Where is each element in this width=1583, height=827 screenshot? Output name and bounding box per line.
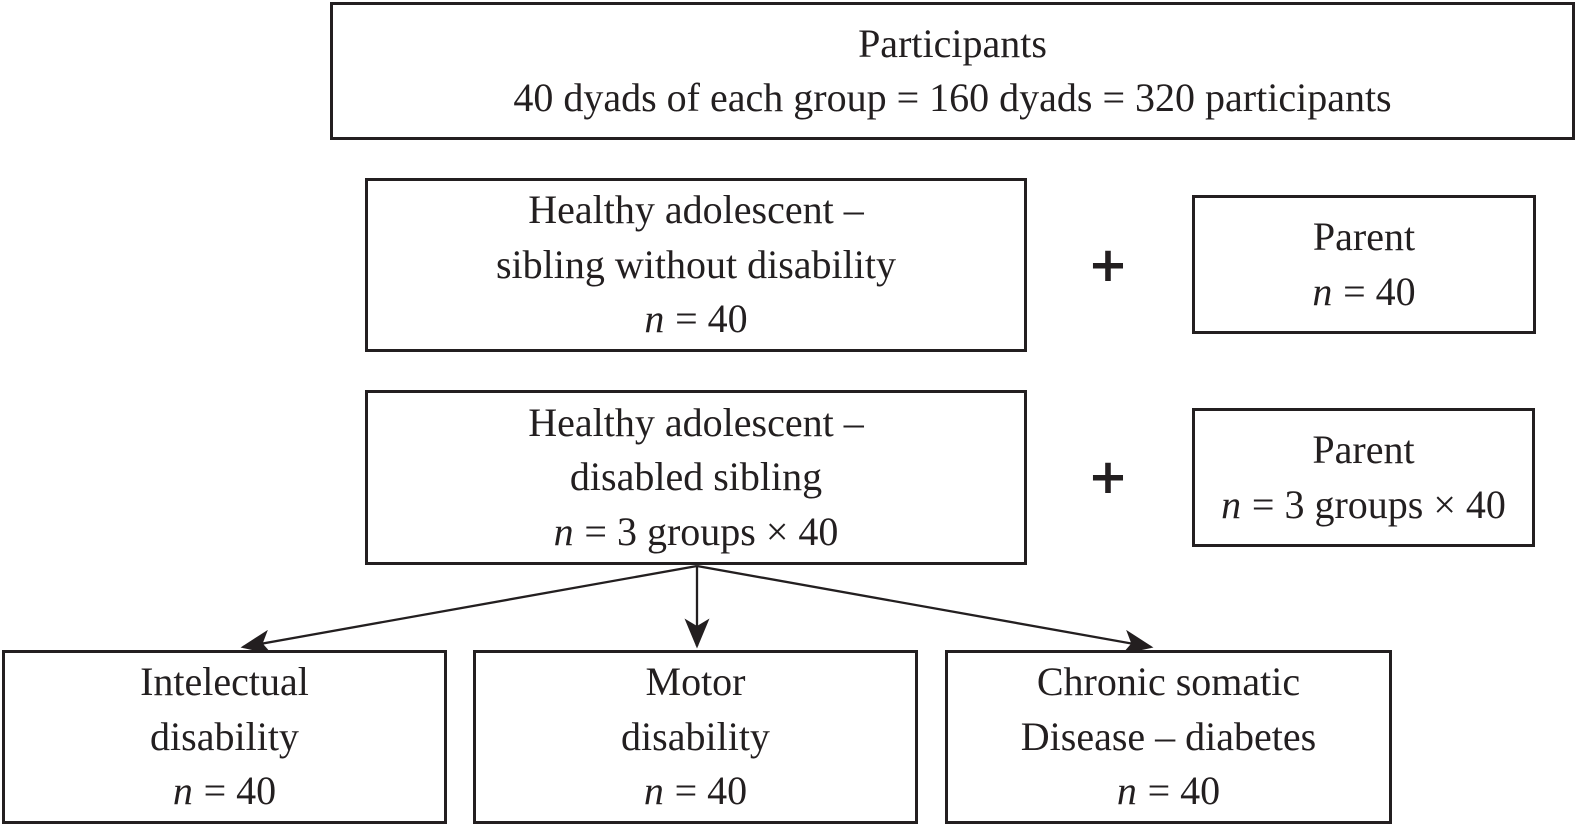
n-variable: n [172, 768, 193, 814]
sample-size: n= 3 groups × 40 [554, 505, 839, 559]
chronic-somatic-disease-box: Chronic somatic Disease – diabetes n= 40 [945, 650, 1392, 824]
n-value: = 40 [675, 296, 748, 342]
group-label-line2: Disease – diabetes [1020, 713, 1317, 759]
group-label-line2: sibling without disability [495, 241, 897, 287]
n-variable: n [553, 508, 574, 554]
sample-size: n= 40 [1312, 265, 1415, 319]
n-value: = 3 groups × 40 [1251, 481, 1506, 527]
parent-of-disabled-dyad-box: Parent n= 3 groups × 40 [1192, 408, 1535, 547]
n-value: = 40 [1343, 268, 1416, 314]
healthy-adolescent-disabled-sibling-box: Healthy adolescent – disabled sibling n=… [365, 390, 1027, 565]
sample-size: n= 40 [173, 764, 276, 818]
parent-of-healthy-dyad-box: Parent n= 40 [1192, 195, 1536, 334]
intellectual-disability-box: Intelectual disability n= 40 [2, 650, 447, 824]
plus-sign-row2: + [1087, 237, 1129, 293]
arrow-to-intellectual-disability [240, 564, 698, 655]
sample-size: n= 40 [644, 292, 747, 346]
n-variable: n [1312, 268, 1333, 314]
sample-size: n= 3 groups × 40 [1221, 478, 1506, 532]
group-label-line2: disability [621, 713, 770, 759]
group-label-line1: Healthy adolescent – [528, 187, 864, 233]
participants-subtitle: 40 dyads of each group = 160 dyads = 320… [513, 75, 1392, 120]
n-variable: n [644, 296, 665, 342]
n-value: = 40 [1147, 768, 1221, 814]
participants-title: Participants [858, 20, 1047, 66]
group-label-line1: Intelectual [140, 659, 309, 705]
n-value: = 3 groups × 40 [584, 508, 839, 554]
arrow-to-chronic-somatic-disease [696, 564, 1154, 655]
n-variable: n [1116, 768, 1137, 814]
healthy-adolescent-without-disability-box: Healthy adolescent – sibling without dis… [365, 178, 1027, 352]
group-label-line1: Chronic somatic [1036, 659, 1301, 705]
sample-size: n= 40 [1117, 764, 1220, 818]
group-label-line1: Motor [645, 659, 746, 705]
group-label-line2: disabled sibling [569, 454, 823, 500]
n-variable: n [643, 768, 664, 814]
participants-box: Participants 40 dyads of each group = 16… [330, 2, 1575, 140]
group-label-line1: Parent [1312, 214, 1416, 260]
sample-size: n= 40 [644, 764, 747, 818]
n-variable: n [1221, 481, 1242, 527]
n-value: = 40 [674, 768, 748, 814]
n-value: = 40 [203, 768, 277, 814]
motor-disability-box: Motor disability n= 40 [473, 650, 918, 824]
plus-sign-row3: + [1087, 449, 1129, 505]
group-label-line1: Parent [1312, 427, 1415, 473]
group-label-line2: disability [150, 713, 299, 759]
group-label-line1: Healthy adolescent – [528, 399, 864, 445]
